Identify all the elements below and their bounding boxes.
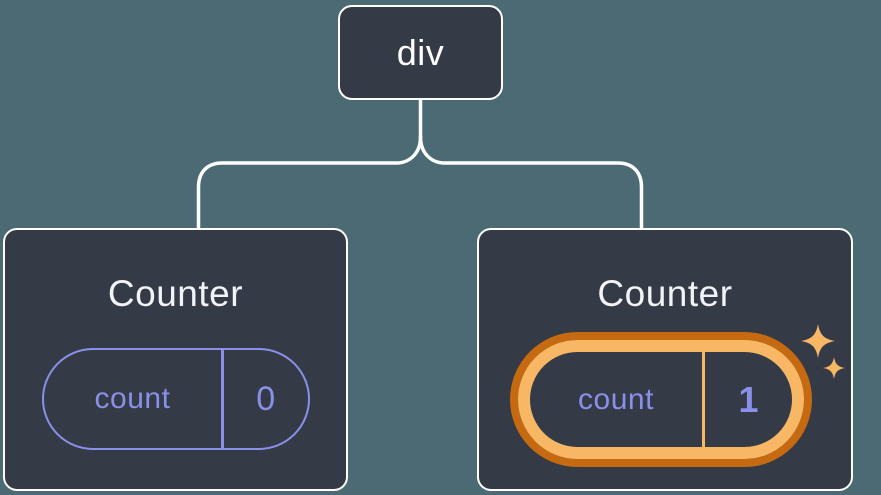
root-node-div: div bbox=[338, 5, 503, 100]
counter-node-right: Counter count 1 bbox=[477, 228, 853, 491]
counter-title: Counter bbox=[597, 273, 733, 314]
state-key-label: count bbox=[94, 382, 171, 415]
sparkle-large bbox=[801, 324, 835, 358]
connector-branch-right bbox=[418, 135, 644, 229]
counter-title: Counter bbox=[107, 273, 244, 314]
state-value: 0 bbox=[256, 379, 276, 418]
pill-divider bbox=[221, 350, 224, 448]
root-node-label: div bbox=[396, 31, 445, 73]
connector-branch-left bbox=[196, 135, 423, 229]
state-value: 1 bbox=[738, 378, 759, 420]
state-key-label: count bbox=[578, 382, 654, 416]
sparkle-small bbox=[823, 357, 845, 379]
pill-divider bbox=[702, 352, 705, 447]
state-pill: count 0 bbox=[42, 348, 310, 450]
state-pill-highlighted: count 1 bbox=[518, 340, 804, 459]
counter-node-left: Counter count 0 bbox=[3, 228, 348, 491]
